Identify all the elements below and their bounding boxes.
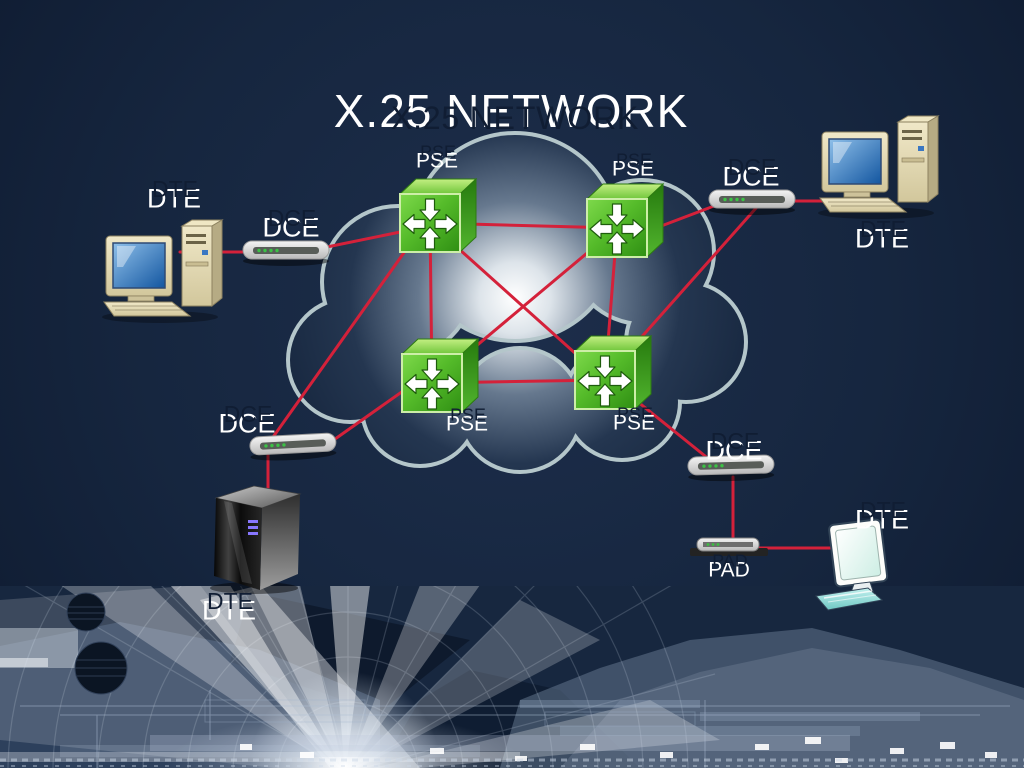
label-dce-bottom-left: DCE DCE xyxy=(218,401,276,439)
pse-router-icon-bottom-right xyxy=(574,335,652,410)
page-title-text: X.25 NETWORK xyxy=(333,85,689,137)
label-dce-bottom-right: DCE DCE xyxy=(705,428,763,466)
circuit-bars xyxy=(0,690,1024,768)
pse-router-icon-top-right xyxy=(586,183,664,258)
label-dte-left: DTE DTE xyxy=(147,176,201,214)
pse-router-icon-top-left xyxy=(399,178,477,253)
bottom-decoration xyxy=(0,586,1024,768)
label-pad: PAD PAD xyxy=(708,551,750,582)
link-line xyxy=(631,396,717,466)
page-title-shadow: X.25 NETWORK xyxy=(390,99,640,137)
label-pse-bottom-left: PSE PSE xyxy=(445,405,489,436)
modem-icon-top-right xyxy=(708,189,796,216)
label-dte-top-right: DTE DTE xyxy=(855,216,909,254)
page-title: X.25 NETWORK X.25 NETWORK xyxy=(334,88,689,134)
pse-router-icon-bottom-left xyxy=(401,338,479,413)
label-dce-top-right: DCE DCE xyxy=(722,154,780,192)
label-dte-terminal: DTE DTE xyxy=(855,497,909,535)
label-pse-top-right: PSE PSE xyxy=(611,150,655,181)
server-icon xyxy=(209,485,301,595)
sphere-decoration xyxy=(66,592,128,695)
label-pse-bottom-right: PSE PSE xyxy=(612,404,656,435)
label-pse-top-left: PSE PSE xyxy=(415,142,459,173)
link-line xyxy=(628,205,759,352)
label-dte-server: DTE DTE xyxy=(202,588,256,626)
link-line xyxy=(264,245,410,449)
label-dce-left: DCE DCE xyxy=(262,205,320,243)
modem-icon-left xyxy=(242,240,330,267)
